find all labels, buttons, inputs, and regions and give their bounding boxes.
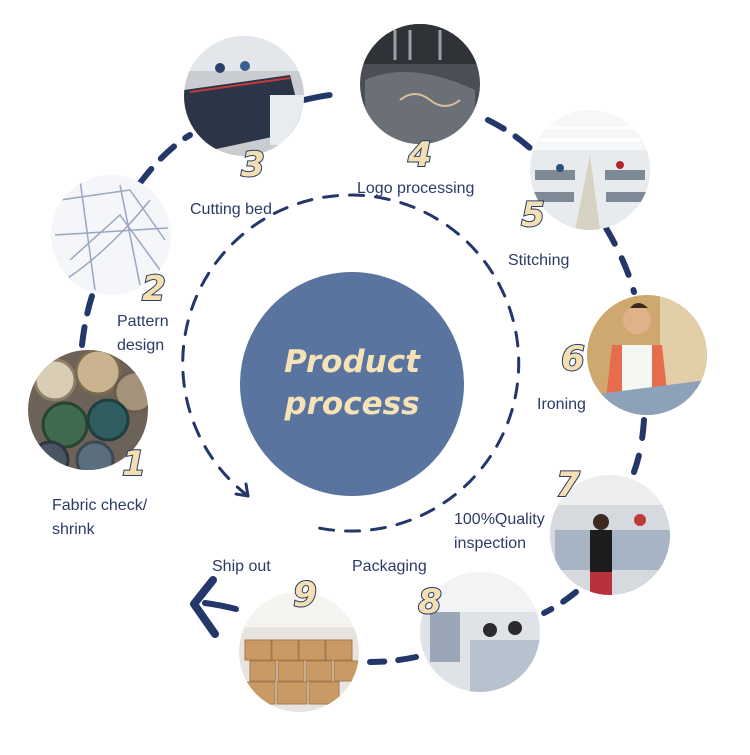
step-label-3-line1: Cutting bed — [190, 201, 272, 218]
arc-6-7 — [631, 417, 647, 475]
photo-sewing-workshop — [530, 110, 650, 230]
step-number-9: 9 — [293, 575, 317, 615]
arc-7-8 — [541, 589, 579, 616]
step-label-7-line2: inspection — [454, 535, 527, 552]
step-label-4: Logo processing — [357, 177, 474, 201]
photo-packing-room — [420, 572, 540, 692]
step-label-1: Fabric check/ shrink — [52, 494, 147, 542]
step-label-2-line2: design — [117, 337, 165, 354]
outer-connector-arcs — [79, 91, 647, 665]
step-number-3: 3 — [241, 145, 265, 185]
step-label-6-line1: Ironing — [537, 396, 586, 413]
step-label-9-line1: Ship out — [212, 558, 271, 575]
center-title-line1: Product — [284, 344, 421, 380]
step-label-8-line1: Packaging — [352, 558, 427, 575]
step-number-4: 4 — [407, 135, 432, 175]
center-circle — [240, 272, 464, 496]
step-label-3: Cutting bed — [190, 198, 272, 222]
step-label-7-line1: 100%Quality — [454, 511, 545, 528]
inner-arrowhead — [234, 482, 250, 498]
inner-dashed-ring — [181, 193, 521, 533]
step-label-6: Ironing — [537, 393, 586, 417]
photo-cutting-table — [184, 36, 304, 156]
arc-3-4 — [301, 91, 343, 103]
step-number-2: 2 — [142, 269, 166, 309]
step-number-7: 7 — [556, 465, 580, 505]
step-number-5: 5 — [521, 195, 545, 235]
step-label-1-line2: shrink — [52, 521, 95, 538]
step-label-2-line1: Pattern — [117, 313, 169, 330]
step-label-1-line1: Fabric check/ — [52, 497, 148, 514]
outer-arrowhead — [190, 576, 219, 638]
step-label-9: Ship out — [212, 555, 271, 579]
photo-pattern-sketch — [51, 175, 171, 295]
arc-2-3 — [137, 132, 193, 186]
step-label-8: Packaging — [352, 555, 427, 579]
step-label-2: Pattern design — [117, 310, 169, 358]
step-label-4-line1: Logo processing — [357, 180, 475, 197]
arc-4-5 — [485, 117, 533, 151]
step-number-6: 6 — [561, 339, 585, 379]
step-number-1: 1 — [122, 444, 146, 484]
step-label-7: 100%Quality inspection — [454, 508, 545, 556]
arc-8-9 — [367, 654, 419, 665]
photo-embroidery-machine — [360, 24, 480, 144]
arc-9-arrow — [202, 600, 239, 612]
arc-1-2 — [79, 293, 95, 348]
center-title-line2: process — [283, 386, 419, 422]
step-label-5-line1: Stitching — [508, 252, 570, 269]
photo-worker-ironing — [587, 295, 707, 415]
photo-inspection-line — [550, 475, 670, 595]
step-number-8: 8 — [418, 582, 442, 622]
step-label-5: Stitching — [508, 249, 569, 273]
arc-5-6 — [603, 225, 637, 295]
